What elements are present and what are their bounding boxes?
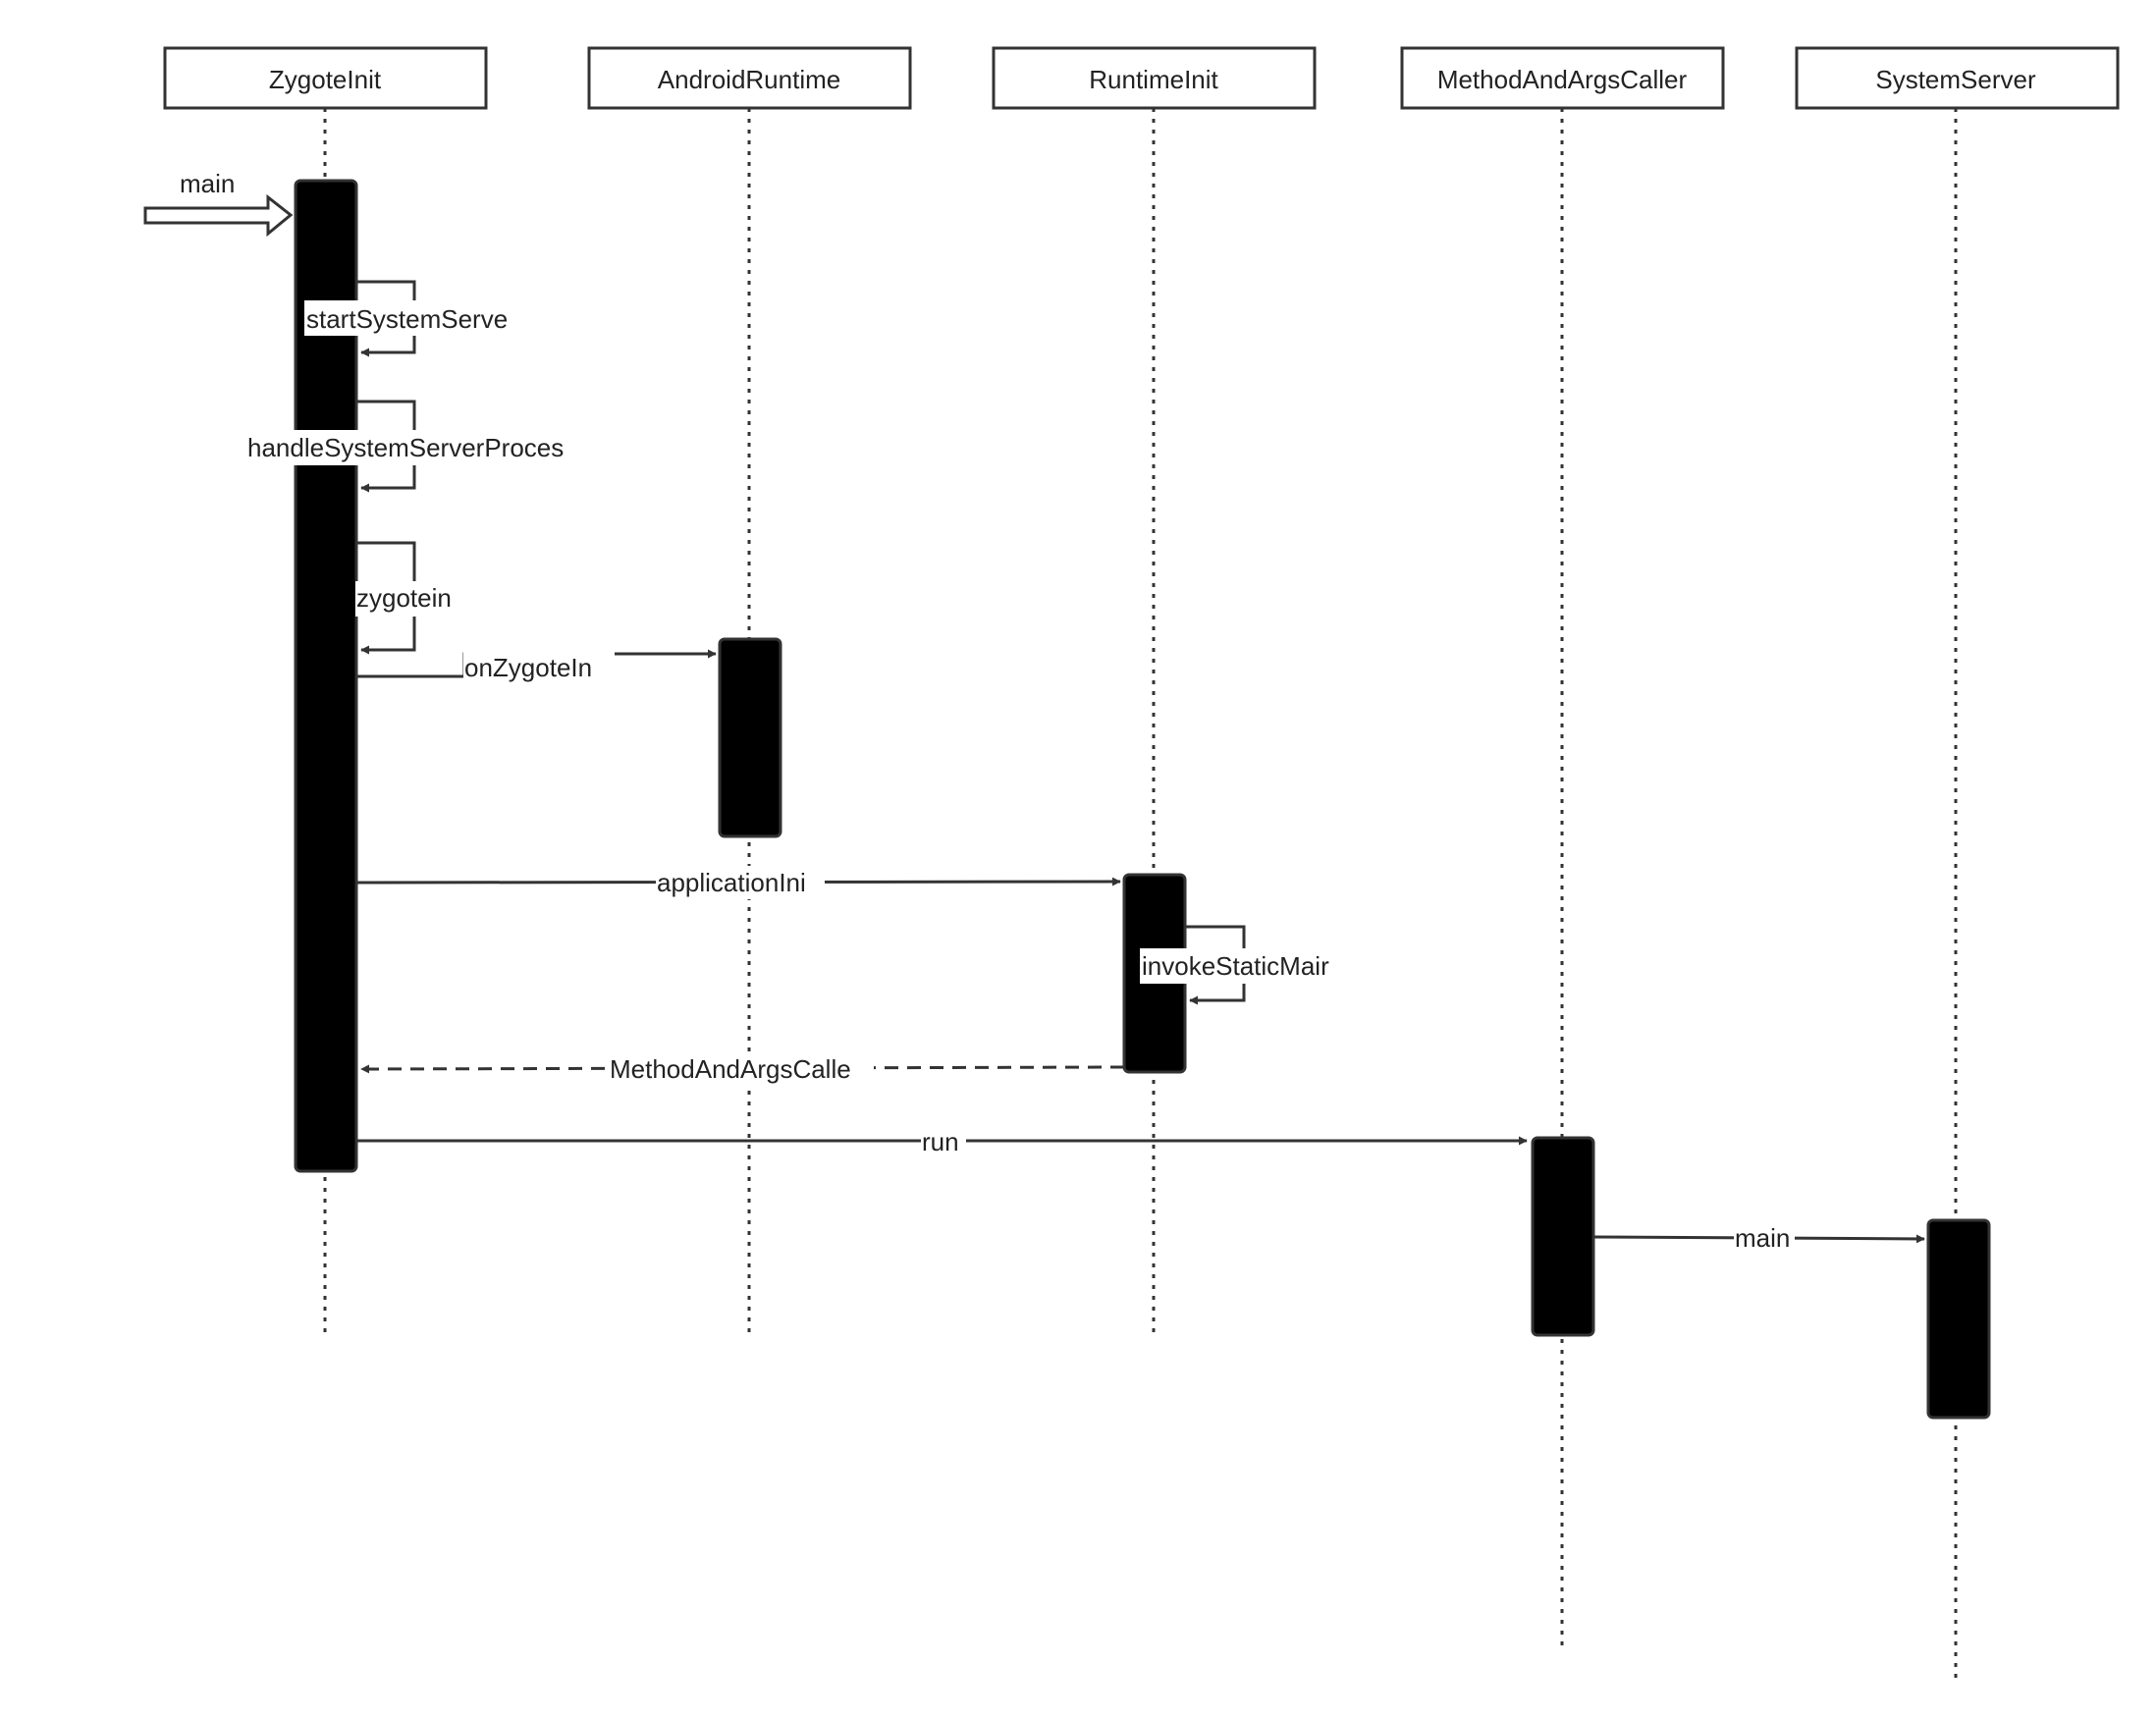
message-run: run	[356, 1125, 1528, 1158]
participant-label: AndroidRuntime	[658, 65, 840, 94]
message-label: handleSystemServerProces	[247, 433, 564, 462]
message-main-systemserver: main	[1592, 1221, 1925, 1255]
message-zygotein: zygotein	[355, 541, 471, 655]
message-label: applicationIni	[657, 868, 806, 897]
participant-runtimeinit: RuntimeInit	[992, 46, 1317, 110]
participant-androidruntime: AndroidRuntime	[587, 46, 912, 110]
entry-message-main: main	[143, 169, 294, 238]
activation-systemserver	[1926, 1218, 1991, 1420]
message-invokestaticmain: invokeStaticMair	[1140, 925, 1346, 1005]
activation-androidruntime	[718, 637, 782, 838]
message-label: MethodAndArgsCalle	[610, 1054, 851, 1084]
message-label: onZygoteIn	[464, 653, 592, 682]
message-label: main	[1735, 1223, 1790, 1253]
activation-methodandargscaller	[1531, 1136, 1595, 1337]
message-return-methodandargscaller: MethodAndArgsCalle	[360, 1052, 1125, 1086]
participant-zygoteinit: ZygoteInit	[163, 46, 488, 110]
message-handlesystemserverprocess: handleSystemServerProces	[247, 400, 583, 493]
participant-systemserver: SystemServer	[1795, 46, 2120, 110]
message-label: main	[180, 169, 235, 198]
participant-label: MethodAndArgsCaller	[1437, 65, 1688, 94]
participant-label: ZygoteInit	[269, 65, 382, 94]
message-onzygoteinit: onZygoteIn	[356, 649, 717, 687]
message-label: startSystemServe	[306, 304, 508, 334]
message-applicationinit: applicationIni	[355, 866, 1121, 899]
participant-methodandargscaller: MethodAndArgsCaller	[1400, 46, 1725, 110]
message-startsystemserver: startSystemServe	[304, 280, 522, 357]
message-label: run	[922, 1127, 959, 1156]
message-label: zygotein	[356, 583, 452, 613]
message-label: invokeStaticMair	[1142, 951, 1329, 981]
participant-label: SystemServer	[1875, 65, 2036, 94]
participant-label: RuntimeInit	[1089, 65, 1218, 94]
